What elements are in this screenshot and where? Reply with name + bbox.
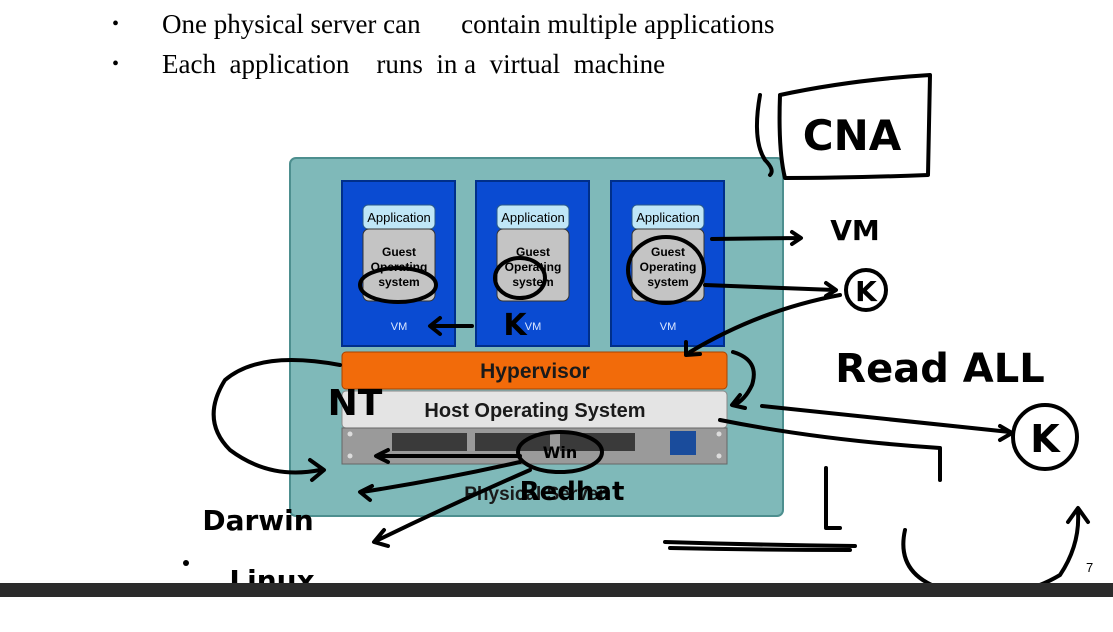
guest-os-label-line: Operating [505, 260, 562, 274]
physical-server-label: Physical Server [464, 484, 606, 505]
guest-os-label-line: Guest [516, 245, 550, 259]
hypervisor-layer: Hypervisor [341, 351, 728, 390]
vm-label: VM [660, 321, 677, 333]
nt-annotation: NT [328, 383, 383, 424]
application-label: Application [501, 210, 565, 225]
guest-os-box [496, 228, 570, 302]
cna-box-tail-ink [755, 93, 774, 177]
cna-annotation: CNA [803, 111, 902, 160]
arrow-right-ink [703, 281, 838, 298]
bottom-right-loop-ink [901, 506, 1090, 597]
k-annotation: K [503, 308, 528, 343]
k-annotation: K [855, 275, 878, 308]
arrow-left-ink [358, 460, 522, 502]
redhat-annotation: Redhat [520, 477, 625, 507]
ink-stroke [824, 466, 842, 530]
bullet-text: Each application runs in a virtual machi… [162, 49, 666, 79]
bullet-symbol: • [112, 13, 120, 35]
arrow-to-hypervisor-ink [684, 293, 842, 357]
page-number: 7 [1086, 560, 1094, 575]
guest-os-label-line: system [647, 275, 688, 289]
arrow-line-ink [718, 418, 942, 482]
vm-box: Application Guest Operating system VM [475, 180, 590, 347]
guest-os-label-line: system [378, 275, 419, 289]
application-label: Application [636, 210, 700, 225]
application-label: Application [367, 210, 431, 225]
bullet-item: • One physical server can contain multip… [112, 4, 775, 44]
win-annotation: Win [543, 443, 578, 462]
k-circle-ink [844, 268, 888, 312]
arrow-left-ink [428, 316, 474, 336]
arrow-right-ink [710, 230, 803, 246]
win-circle-ink [516, 430, 604, 474]
bullet-text: One physical server can contain multiple… [162, 9, 775, 39]
ink-underline [663, 540, 857, 552]
guest-os-circle-ink [493, 256, 547, 300]
vm-annotation: VM [830, 214, 880, 247]
hypervisor-label: Hypervisor [480, 360, 590, 383]
arrow-left-ink [372, 468, 532, 548]
vm-label: VM [391, 321, 408, 333]
vm-box: Application Guest Operating system VM [341, 180, 456, 347]
arrow-left-ink [374, 448, 522, 464]
loop-arrow-ink [730, 350, 756, 410]
guest-os-circle-ink [626, 235, 706, 305]
server-rack [341, 427, 728, 465]
guest-os-label-line: system [512, 275, 553, 289]
ink-dot [183, 560, 189, 566]
k-annotation: K [1030, 417, 1061, 461]
guest-os-label-line: Operating [640, 260, 697, 274]
bullet-list: • One physical server can contain multip… [112, 4, 775, 84]
darwin-annotation: Darwin [202, 504, 313, 537]
slide-footer-bar [0, 583, 1113, 597]
k-circle-ink [1011, 403, 1079, 471]
bullet-symbol: • [112, 53, 120, 75]
guest-os-label-line: Guest [651, 245, 685, 259]
bullet-item: • Each application runs in a virtual mac… [112, 44, 775, 84]
left-loop-ink [211, 358, 342, 482]
host-os-layer: Host Operating System [341, 390, 728, 429]
read-all-annotation: Read ALL [835, 346, 1044, 392]
cna-box-ink [777, 73, 932, 180]
guest-os-circle-ink [358, 266, 438, 304]
guest-os-label-line: Guest [382, 245, 416, 259]
host-os-label: Host Operating System [424, 400, 645, 422]
vm-label: VM [525, 321, 542, 333]
